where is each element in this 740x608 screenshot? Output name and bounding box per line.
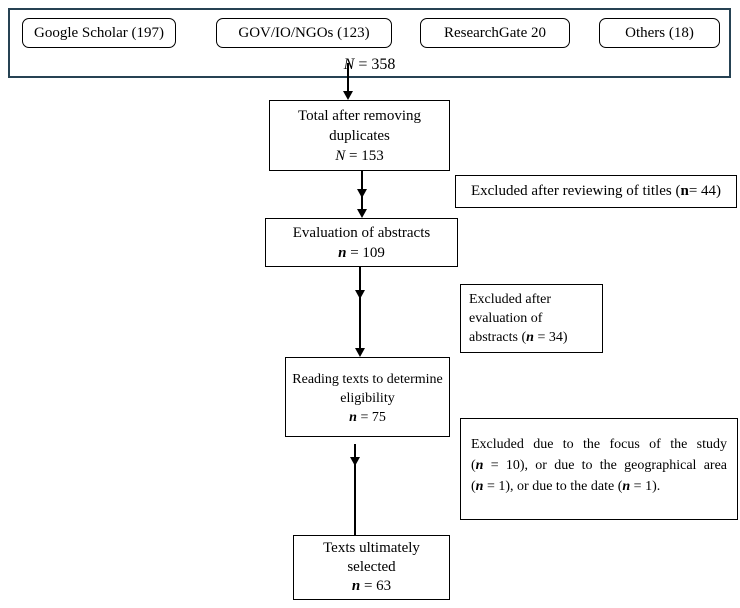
count-variable: n — [338, 245, 347, 261]
source-label: Google Scholar (197) — [34, 24, 164, 41]
count-value: = 75 — [356, 410, 386, 425]
exclusion-line: Excluded due to the focus of the study — [471, 437, 727, 452]
excluded-focus-box: Excluded due to the focus of the study (… — [460, 418, 738, 520]
box-line: Texts ultimately — [323, 540, 420, 556]
box-count: n = 109 — [266, 243, 457, 263]
count-value: = 34) — [533, 330, 568, 345]
count-value: = 44) — [688, 183, 722, 199]
count-variable: n — [680, 183, 689, 199]
box-line: selected — [347, 559, 396, 575]
box-abstract-evaluation: Evaluation of abstracts n = 109 — [265, 218, 458, 267]
exclusion-text: ( — [471, 458, 476, 473]
count-variable: n — [475, 458, 484, 473]
exclusion-line: (n = 10), or due to the geographical are… — [471, 455, 727, 476]
excluded-titles-box: Excluded after reviewing of titles (n = … — [455, 175, 737, 208]
count-variable: n — [349, 410, 357, 425]
count-variable: n — [475, 479, 484, 494]
source-box-gov-io-ngos: GOV/IO/NGOs (123) — [216, 18, 392, 48]
source-label: GOV/IO/NGOs (123) — [238, 24, 370, 41]
count-variable: N — [335, 148, 346, 164]
arrow-line — [359, 267, 361, 349]
source-box-researchgate: ResearchGate 20 — [420, 18, 570, 48]
exclusion-text: ( — [471, 479, 476, 494]
exclusion-text: = 1), or due to the date ( — [483, 479, 623, 494]
box-count: N = 153 — [270, 146, 449, 166]
source-box-google-scholar: Google Scholar (197) — [22, 18, 176, 48]
box-line: eligibility — [340, 391, 395, 406]
exclusion-line: abstracts (n = 34) — [469, 328, 594, 347]
count-value: = 153 — [345, 148, 384, 164]
arrowhead-down-icon — [355, 348, 365, 357]
box-eligibility-reading: Reading texts to determine eligibility n… — [285, 357, 450, 437]
arrow-line — [347, 63, 349, 92]
arrowhead-down-icon — [357, 189, 367, 198]
arrowhead-down-icon — [357, 209, 367, 218]
exclusion-line: Excluded after — [469, 292, 552, 307]
exclusion-text: = 1). — [630, 479, 661, 494]
box-total-after-duplicates: Total after removing duplicates N = 153 — [269, 100, 450, 171]
count-value: = 63 — [360, 578, 392, 594]
count-variable: n — [622, 479, 631, 494]
box-line: Total after removing — [297, 108, 422, 124]
source-label: ResearchGate 20 — [443, 24, 547, 41]
box-line: Evaluation of abstracts — [292, 225, 431, 241]
exclusion-text: abstracts ( — [469, 330, 527, 345]
exclusion-line: (n = 1), or due to the date (n = 1). — [471, 476, 727, 497]
box-count: n = 63 — [294, 577, 449, 596]
arrowhead-down-icon — [343, 91, 353, 100]
exclusion-text: = 10), or due to the geographical area — [483, 458, 727, 473]
total-variable: N — [343, 56, 355, 73]
exclusion-line: evaluation of — [469, 311, 543, 326]
arrowhead-down-icon — [355, 290, 365, 299]
count-value: = 109 — [346, 245, 385, 261]
sources-panel: Google Scholar (197) GOV/IO/NGOs (123) R… — [8, 8, 731, 78]
arrowhead-down-icon — [350, 457, 360, 466]
box-line: duplicates — [329, 128, 390, 144]
source-label: Others (18) — [625, 24, 694, 41]
box-line: Reading texts to determine — [292, 372, 443, 387]
excluded-abstracts-box: Excluded after evaluation of abstracts (… — [460, 284, 603, 353]
count-variable: n — [526, 330, 534, 345]
arrow-line — [354, 444, 356, 535]
exclusion-text: Excluded after reviewing of titles ( — [470, 183, 681, 199]
box-texts-selected: Texts ultimately selected n = 63 — [293, 535, 450, 600]
source-box-others: Others (18) — [599, 18, 720, 48]
sources-total-count: N = 358 — [10, 56, 729, 74]
total-value: = 358 — [354, 56, 396, 73]
count-variable: n — [351, 578, 361, 594]
box-count: n = 75 — [286, 408, 449, 427]
